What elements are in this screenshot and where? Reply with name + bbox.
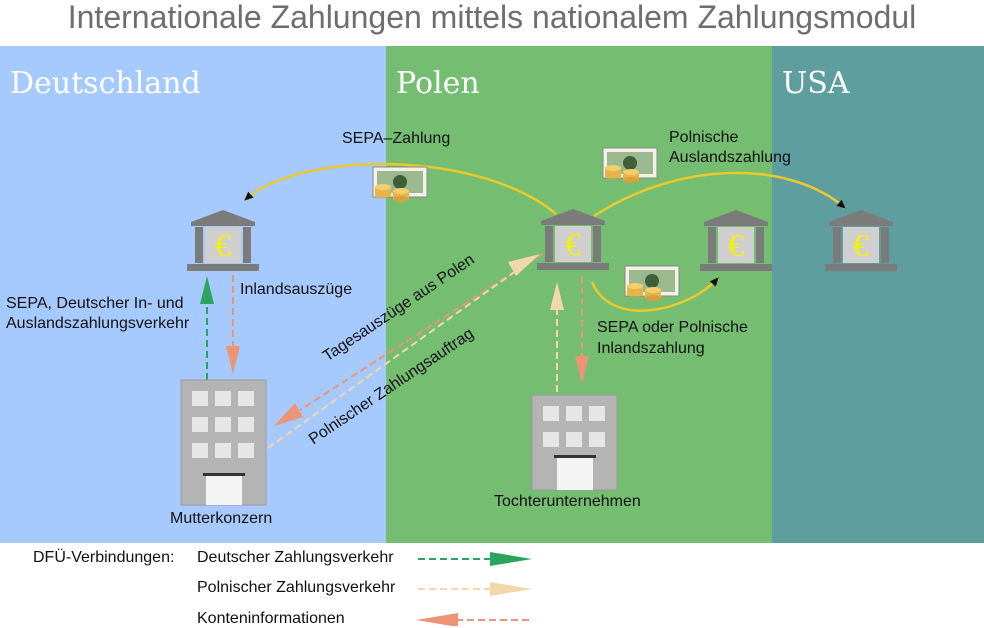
- salmon-arrowhead-pl: [575, 356, 589, 384]
- region-label-deutschland: Deutschland: [10, 66, 201, 101]
- label-sepa-oder-2: Inlandszahlung: [597, 340, 705, 357]
- building-mutterkonzern: [180, 379, 267, 506]
- label-polnische-2: Auslandszahlung: [669, 149, 791, 166]
- legend-green-arrow-icon: [490, 552, 532, 566]
- label-sepa-oder-1: SEPA oder Polnische: [597, 319, 748, 336]
- svg-text:€: €: [853, 227, 869, 263]
- bank-icon-deutschland: €: [187, 210, 259, 271]
- label-polnische-1: Polnische: [669, 129, 739, 146]
- money-icon-inland: [624, 265, 680, 302]
- money-icon-ausland: [602, 147, 658, 184]
- region-usa: USA: [772, 46, 984, 543]
- region-label-usa: USA: [782, 66, 850, 101]
- inlandszahlung-curve: [590, 277, 719, 312]
- legend-salmon-arrow-icon: [416, 613, 458, 626]
- bank-icon-polen-1: €: [537, 209, 609, 270]
- salmon-arrowhead-de: [226, 346, 240, 374]
- svg-text:€: €: [728, 227, 744, 263]
- legend-item-polnisch: Polnischer Zahlungsverkehr: [197, 579, 396, 596]
- beige-arrowhead-pl: [550, 282, 564, 310]
- legend-item-konten: Konteninformationen: [197, 610, 345, 627]
- bank-icon-polen-2: €: [700, 210, 772, 271]
- label-tochterunternehmen: Tochterunternehmen: [494, 493, 641, 510]
- region-label-polen: Polen: [396, 66, 480, 101]
- legend-heading: DFÜ-Verbindungen:: [33, 549, 175, 566]
- beige-arrowhead-diag: [508, 254, 540, 276]
- bank-icon-usa: €: [825, 210, 897, 271]
- legend-item-deutsch: Deutscher Zahlungsverkehr: [197, 549, 394, 566]
- label-mutterkonzern: Mutterkonzern: [170, 510, 273, 527]
- label-sepa-zahlung: SEPA–Zahlung: [342, 130, 451, 147]
- label-inlandsauszuege: Inlandsauszüge: [240, 281, 353, 298]
- auslandszahlung-curve: [593, 171, 846, 218]
- green-arrowhead: [200, 276, 214, 304]
- money-icon-sepa: [372, 166, 428, 203]
- building-tochterunternehmen: [531, 394, 618, 491]
- sepa-payment-curve: [244, 162, 557, 215]
- legend-beige-arrow-icon: [490, 582, 532, 596]
- label-sepa-deutscher-1: SEPA, Deutscher In- und: [6, 295, 184, 312]
- page-title: Internationale Zahlungen mittels nationa…: [67, 0, 917, 35]
- salmon-arrowhead-diag: [274, 403, 303, 426]
- svg-text:€: €: [565, 226, 581, 262]
- label-sepa-deutscher-2: Auslandszahlungsverkehr: [6, 315, 190, 332]
- svg-text:€: €: [215, 227, 231, 263]
